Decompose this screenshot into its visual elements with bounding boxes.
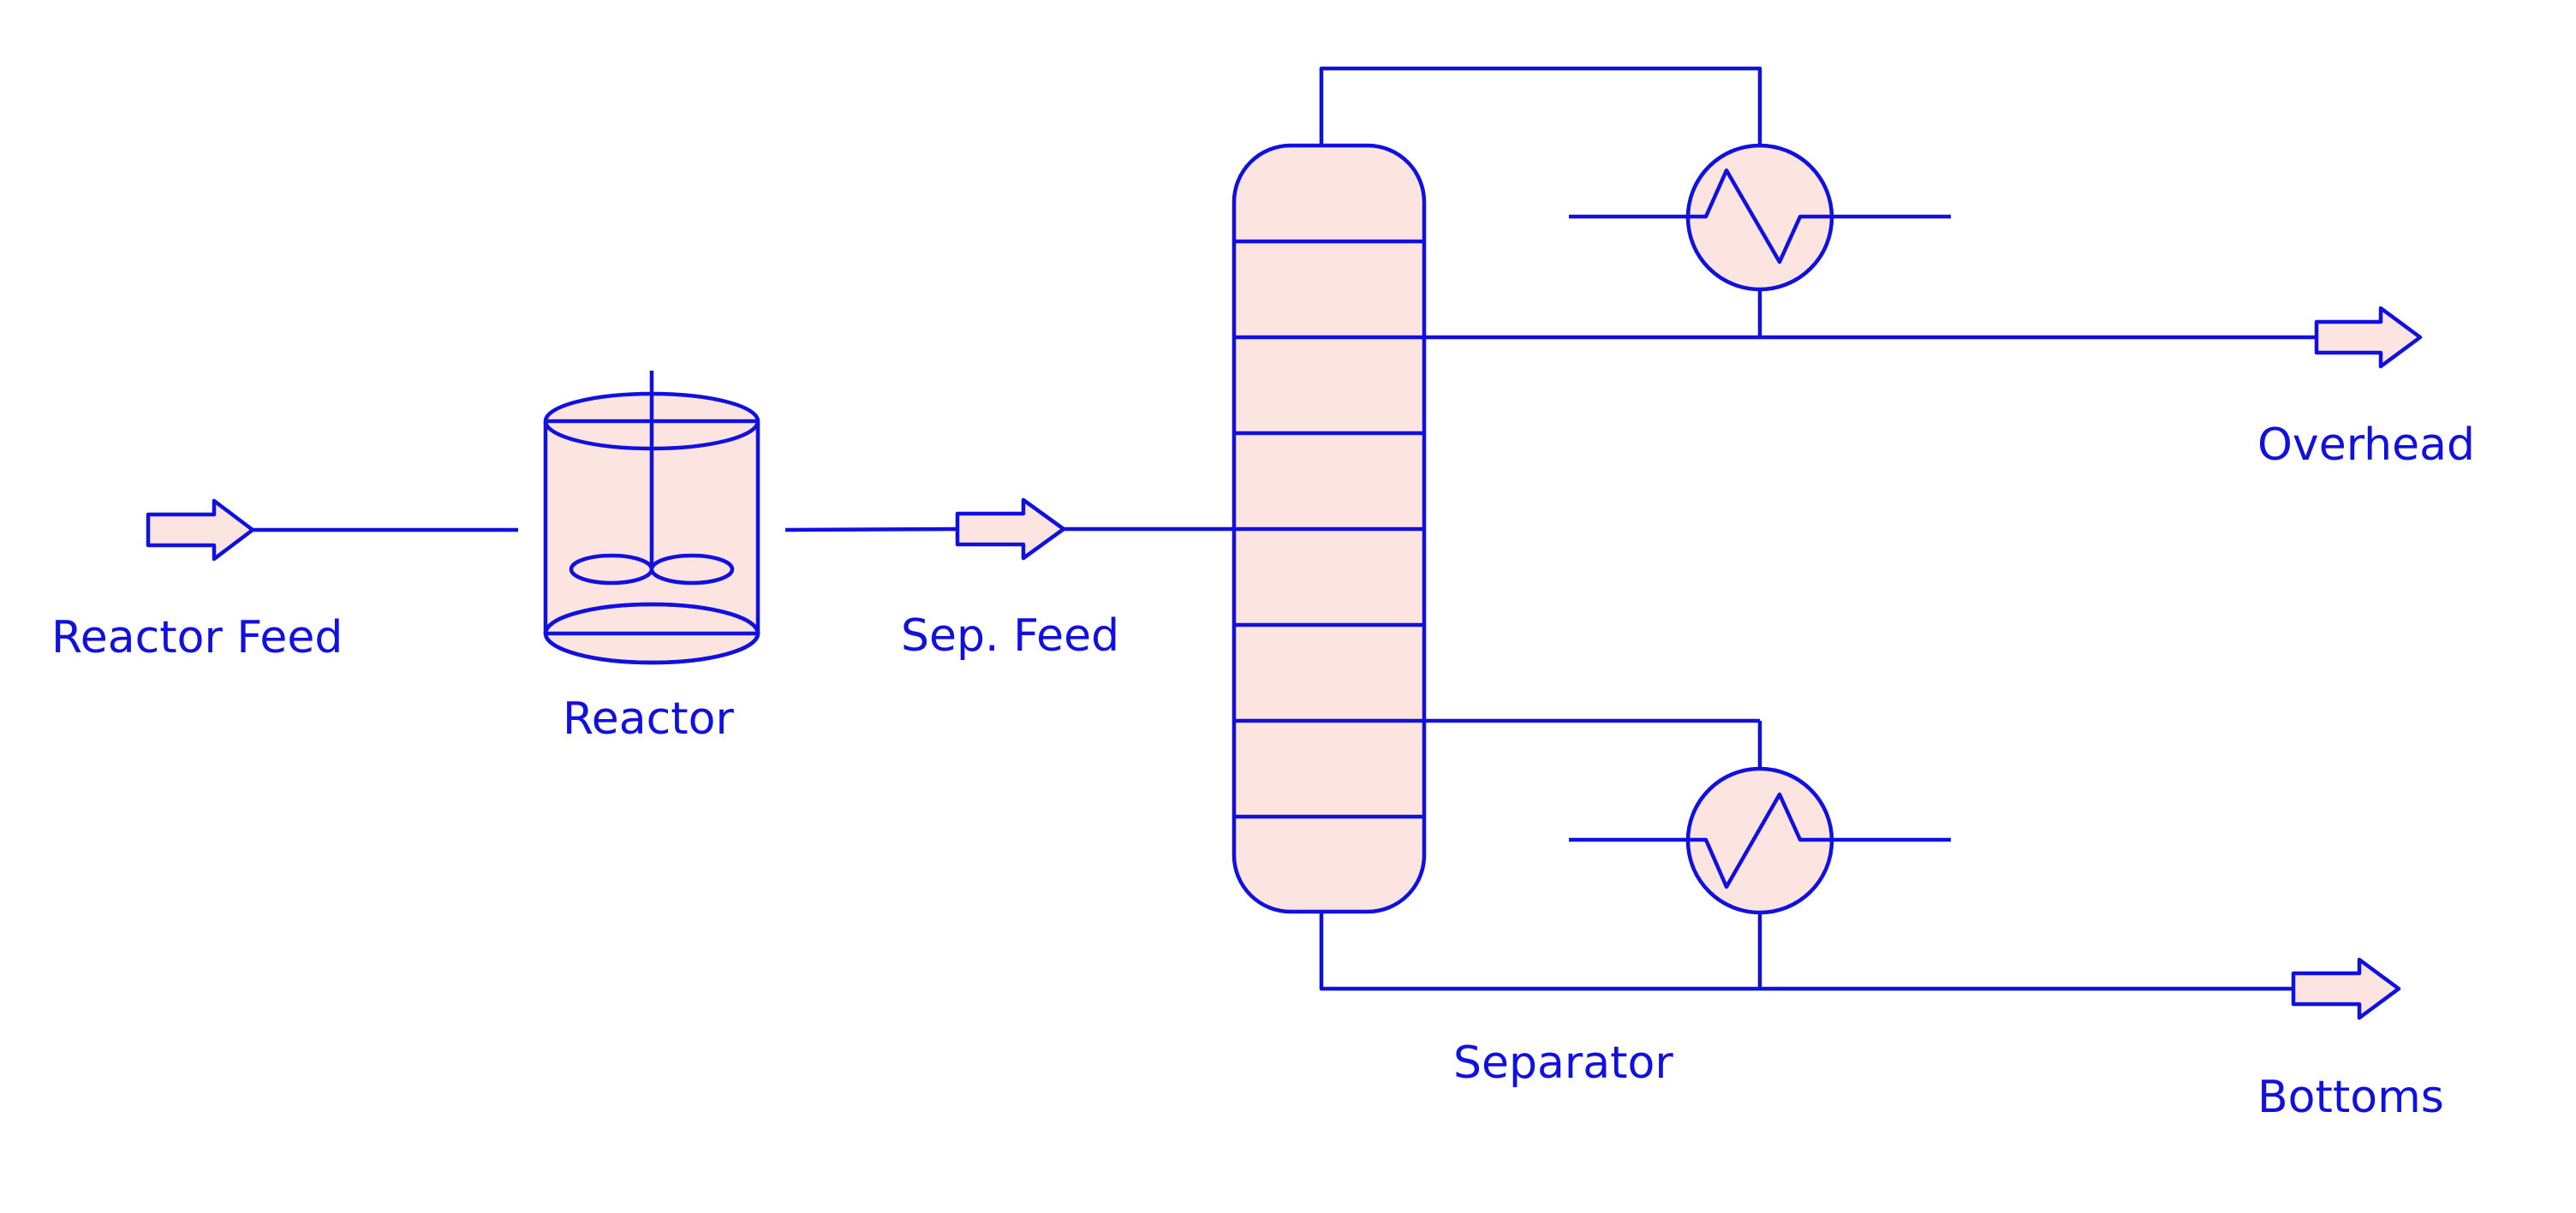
overhead-vapor-line [1319, 66, 1762, 146]
condenser [1569, 143, 1951, 292]
reactor-feed-arrow [146, 498, 255, 562]
bottoms-label: Bottoms [2257, 1072, 2444, 1123]
agitator-blade-right [649, 553, 735, 586]
reactor-vessel [543, 371, 760, 665]
agitator-blade-left [569, 553, 654, 586]
sep-feed-arrow [955, 497, 1066, 561]
reactor-label: Reactor [563, 693, 734, 745]
bottoms-liquid-line [1319, 912, 2293, 991]
sep-feed-label: Sep. Feed [901, 610, 1120, 662]
overhead-label: Overhead [2257, 419, 2475, 471]
reactor-feed-label: Reactor Feed [51, 612, 343, 663]
separator-label: Separator [1453, 1038, 1673, 1089]
separator-column [1231, 143, 1427, 914]
sep-feed-line-1 [784, 526, 958, 532]
reboiler [1569, 766, 1951, 915]
bottoms-arrow [2291, 957, 2401, 1020]
overhead-arrow [2314, 306, 2423, 369]
